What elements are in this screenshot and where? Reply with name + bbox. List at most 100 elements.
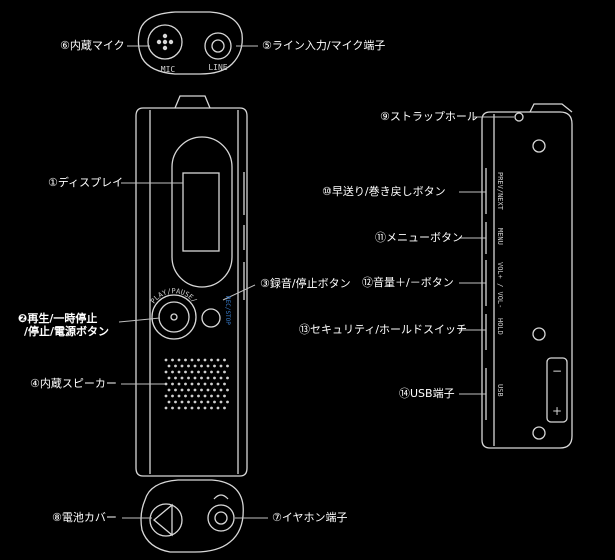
front-body-outline: [135, 107, 248, 477]
speaker-hole: [190, 382, 194, 386]
speaker-hole: [190, 394, 194, 398]
speaker-hole: [226, 400, 229, 404]
front-top-notch: [174, 95, 211, 109]
label-prev-next: ⑩早送り/巻き戻しボタン: [322, 185, 446, 198]
speaker-hole: [177, 370, 181, 374]
speaker-hole: [190, 406, 194, 410]
speaker-hole: [210, 406, 213, 410]
speaker-hole: [171, 382, 174, 386]
speaker-hole: [206, 376, 210, 380]
speaker-hole: [184, 370, 187, 374]
speaker-hole: [164, 382, 168, 386]
speaker-hole: [210, 370, 213, 374]
speaker-hole: [203, 382, 207, 386]
speaker-hole: [223, 370, 226, 374]
speaker-hole: [226, 364, 229, 368]
label-earphone: ⑦イヤホン端子: [272, 511, 348, 524]
label-line-in: ⑤ライン入力/マイク端子: [262, 39, 386, 52]
label-strap: ⑨ストラップホール: [380, 110, 478, 123]
device-hold-text: HOLD: [496, 318, 504, 335]
top-view-outline: [137, 11, 243, 75]
speaker-hole: [164, 406, 168, 410]
speaker-hole: [200, 376, 203, 380]
speaker-hole: [164, 358, 168, 362]
battery-cover-triangle-icon: [152, 503, 173, 537]
speaker-hole: [171, 358, 174, 362]
speaker-hole: [193, 400, 197, 404]
label-battery: ⑧電池カバー: [52, 511, 117, 524]
speaker-hole: [206, 388, 210, 392]
speaker-grille-icon: [164, 358, 229, 410]
top-view: [137, 11, 243, 75]
speaker-hole: [219, 388, 223, 392]
speaker-hole: [216, 394, 220, 398]
speaker-hole: [210, 382, 213, 386]
speaker-hole: [206, 400, 210, 404]
line-jack-outer: [204, 32, 232, 60]
device-prev-next-text: PREV/NEXT: [496, 172, 504, 211]
speaker-hole: [180, 376, 184, 380]
label-mic: ⑥内蔵マイク: [60, 39, 125, 52]
label-usb: ⑭USB端子: [399, 387, 455, 400]
speaker-hole: [197, 406, 200, 410]
mic-grille-circle: [147, 24, 183, 60]
speaker-hole: [210, 394, 213, 398]
label-display: ①ディスプレイ: [48, 176, 124, 189]
speaker-hole: [197, 358, 200, 362]
device-vol-text: VOL+ / VOL-: [496, 262, 504, 308]
leader-play: [118, 317, 161, 323]
speaker-hole: [216, 358, 220, 362]
leader-lines: [118, 45, 514, 519]
speaker-hole: [174, 400, 177, 404]
speaker-hole: [167, 388, 171, 392]
speaker-hole: [193, 376, 197, 380]
label-speaker: ④内蔵スピーカー: [30, 377, 117, 390]
speaker-hole: [203, 394, 207, 398]
speaker-hole: [167, 376, 171, 380]
battery-plus-icon: +: [552, 404, 562, 418]
speaker-hole: [213, 388, 216, 392]
speaker-hole: [177, 382, 181, 386]
speaker-hole: [197, 394, 200, 398]
speaker-hole: [210, 358, 213, 362]
speaker-hole: [213, 376, 216, 380]
speaker-hole: [190, 370, 194, 374]
speaker-hole: [197, 382, 200, 386]
speaker-hole: [203, 406, 207, 410]
device-usb-text: USB: [496, 384, 504, 397]
label-menu-button: ⑪メニューボタン: [375, 231, 463, 244]
speaker-hole: [177, 358, 181, 362]
speaker-hole: [180, 364, 184, 368]
speaker-hole: [216, 406, 220, 410]
speaker-hole: [184, 358, 187, 362]
device-menu-text: MENU: [496, 228, 504, 245]
label-play-line2: /停止/電源ボタン: [24, 325, 110, 338]
speaker-hole: [223, 406, 226, 410]
label-security: ⑬セキュリティ/ホールドスイッチ: [299, 323, 468, 336]
speaker-hole: [203, 370, 207, 374]
speaker-hole: [203, 358, 207, 362]
speaker-hole: [219, 376, 223, 380]
speaker-hole: [187, 388, 190, 392]
side-screw-2: [532, 327, 546, 341]
speaker-hole: [206, 364, 210, 368]
speaker-hole: [223, 382, 226, 386]
speaker-hole: [223, 394, 226, 398]
speaker-hole: [200, 364, 203, 368]
battery-minus-icon: −: [552, 364, 562, 378]
label-volume: ⑫音量＋/－ボタン: [362, 276, 454, 289]
speaker-hole: [180, 388, 184, 392]
display-screen: [182, 172, 220, 252]
play-button-center: [170, 313, 178, 321]
speaker-hole: [184, 406, 187, 410]
speaker-hole: [190, 358, 194, 362]
label-play-line1: ❷再生/一時停止: [18, 312, 98, 325]
speaker-hole: [174, 376, 177, 380]
speaker-hole: [187, 400, 190, 404]
speaker-hole: [174, 364, 177, 368]
speaker-hole: [193, 388, 197, 392]
display-frame: [171, 136, 233, 288]
speaker-hole: [167, 400, 171, 404]
speaker-hole: [200, 388, 203, 392]
strap-hole: [514, 112, 524, 122]
